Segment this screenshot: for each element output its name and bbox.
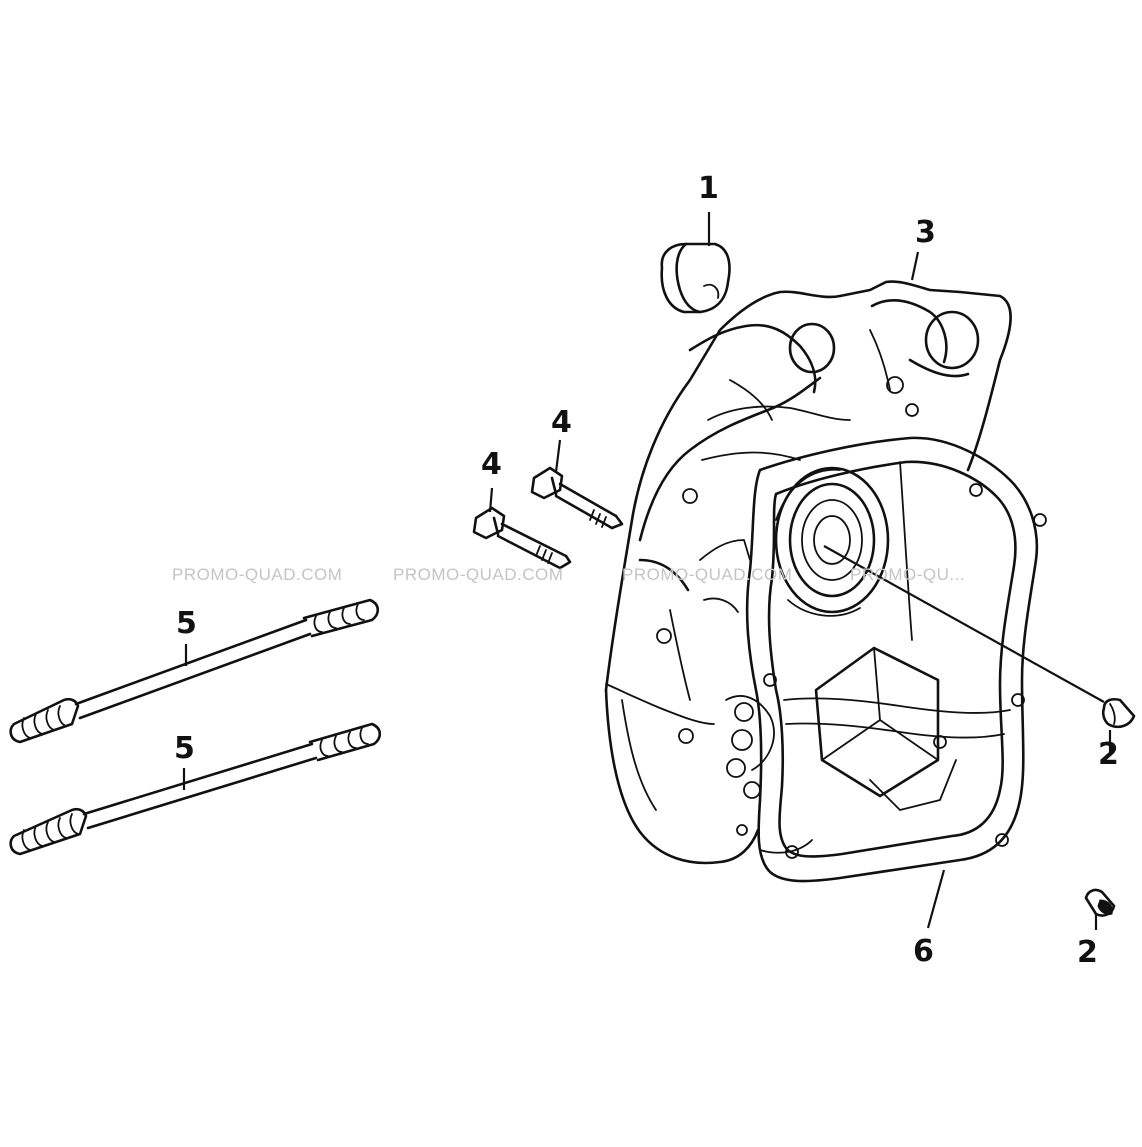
part-2-dowel-lower: [1084, 888, 1116, 917]
part-4-bolt-upper: [530, 466, 624, 530]
callout-5-upper: 5: [176, 606, 197, 641]
callout-4-lower: 4: [481, 447, 502, 482]
watermark-text: PROMO-QU...: [850, 565, 966, 584]
part-2-dowel-upper: [1101, 697, 1136, 729]
callout-2-lower: 2: [1077, 935, 1098, 970]
callout-6: 6: [913, 934, 934, 969]
callout-2-upper: 2: [1098, 737, 1119, 772]
watermark-text: PROMO-QUAD.COM: [172, 565, 343, 584]
watermark-text: PROMO-QUAD.COM: [622, 565, 793, 584]
part-4-bolt-lower: [472, 506, 572, 570]
leader-lines: [182, 212, 1112, 930]
callout-1: 1: [698, 171, 719, 206]
part-5-stud-lower: [9, 722, 382, 856]
callout-3: 3: [915, 215, 936, 250]
watermark-text: PROMO-QUAD.COM: [393, 565, 564, 584]
callout-5-lower: 5: [174, 731, 195, 766]
part-6-gasket: [736, 436, 1047, 883]
part-5-stud-upper: [9, 598, 380, 744]
part-1-bushing: [660, 242, 731, 314]
part-3-crankcase: [604, 280, 1012, 865]
callout-4-upper: 4: [551, 405, 572, 440]
